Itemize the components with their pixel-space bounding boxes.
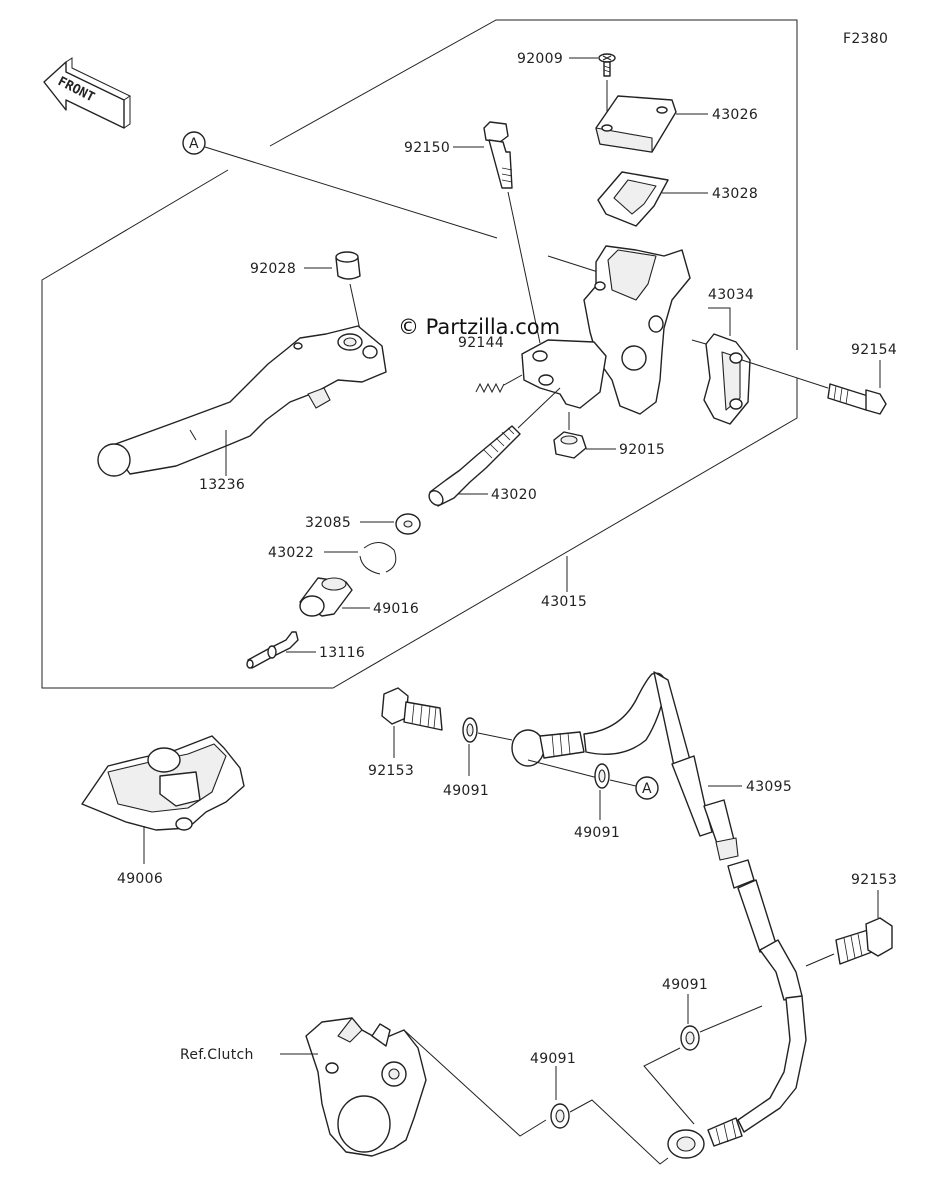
spring-92144	[475, 382, 505, 394]
ref-marker-a-top: A	[182, 131, 206, 155]
label-92153-upper: 92153	[368, 763, 414, 779]
reservoir-cap-43026	[595, 95, 677, 153]
label-92154: 92154	[851, 342, 897, 358]
label-92009: 92009	[517, 51, 563, 67]
label-49091-c: 49091	[662, 977, 708, 993]
label-92153-lower: 92153	[851, 872, 897, 888]
screw-92009	[598, 53, 616, 77]
diaphragm-43028	[597, 171, 669, 227]
bolt-92154	[827, 383, 887, 415]
collar-92028	[335, 251, 361, 280]
svg-text:A: A	[189, 136, 199, 152]
label-49091-d: 49091	[530, 1051, 576, 1067]
svg-text:A: A	[642, 781, 652, 797]
washer-49091-c	[680, 1025, 700, 1051]
ref-marker-a-bottom: A	[635, 776, 659, 800]
lever-13236	[97, 325, 387, 477]
cover-49006	[81, 735, 245, 831]
label-13236: 13236	[199, 477, 245, 493]
front-arrow-icon: FRONT	[43, 57, 131, 129]
banjo-bolt-92153-upper	[381, 687, 443, 731]
label-49091-b: 49091	[574, 825, 620, 841]
washer-49091-a	[462, 717, 478, 743]
label-49016: 49016	[373, 601, 419, 617]
piston-43020	[428, 425, 521, 507]
master-cylinder-body-43015	[521, 245, 691, 415]
label-92144: 92144	[458, 335, 504, 351]
assembly-boundary	[269, 19, 798, 350]
washer-32085	[395, 513, 421, 535]
label-49091-a: 49091	[443, 783, 489, 799]
circlip-43022	[359, 542, 397, 575]
washer-49091-b	[594, 763, 610, 789]
label-ref-clutch: Ref.Clutch	[180, 1047, 254, 1063]
banjo-bolt-92153-lower	[835, 917, 893, 965]
label-13116: 13116	[319, 645, 365, 661]
watermark: © Partzilla.com	[398, 315, 560, 339]
label-32085: 32085	[305, 515, 351, 531]
clutch-slave-cylinder	[305, 1017, 427, 1157]
boot-49016	[299, 577, 353, 617]
label-92028: 92028	[250, 261, 296, 277]
bolt-92150	[483, 121, 513, 189]
label-43015: 43015	[541, 594, 587, 610]
push-rod-13116	[246, 631, 299, 669]
clamp-43034	[703, 333, 829, 425]
label-43022: 43022	[268, 545, 314, 561]
label-43095: 43095	[746, 779, 792, 795]
nut-92015	[553, 431, 587, 459]
hose-43095	[511, 671, 807, 1159]
washer-49091-d	[550, 1103, 570, 1129]
figure-code: F2380	[843, 31, 888, 47]
label-43034: 43034	[708, 287, 754, 303]
label-92015: 92015	[619, 442, 665, 458]
label-92150: 92150	[404, 140, 450, 156]
label-43028: 43028	[712, 186, 758, 202]
label-43026: 43026	[712, 107, 758, 123]
label-49006: 49006	[117, 871, 163, 887]
label-43020: 43020	[491, 487, 537, 503]
